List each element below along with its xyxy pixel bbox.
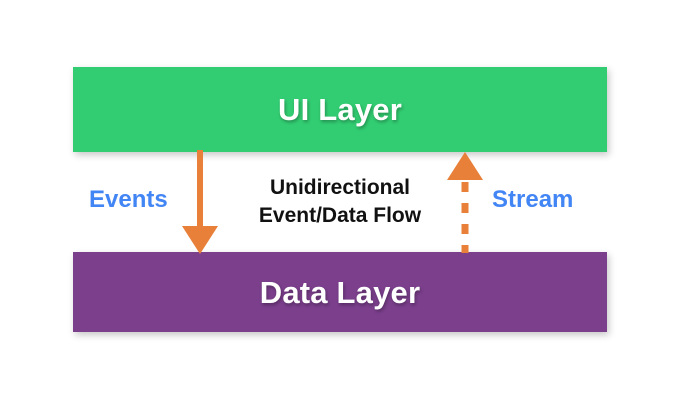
- flow-caption: Unidirectional Event/Data Flow: [220, 174, 460, 229]
- stream-arrow-up-icon: [447, 152, 483, 253]
- ui-layer-box: UI Layer: [73, 67, 607, 152]
- events-flow-label: Events: [89, 186, 168, 213]
- events-arrow-down-icon: [182, 150, 218, 254]
- ui-layer-label: UI Layer: [278, 92, 402, 127]
- stream-flow-label: Stream: [492, 186, 574, 213]
- data-layer-label: Data Layer: [259, 274, 421, 310]
- flow-caption-line-2: Event/Data Flow: [258, 203, 422, 227]
- flow-caption-line-1: Unidirectional: [269, 176, 411, 199]
- data-layer-box: Data Layer: [73, 252, 607, 332]
